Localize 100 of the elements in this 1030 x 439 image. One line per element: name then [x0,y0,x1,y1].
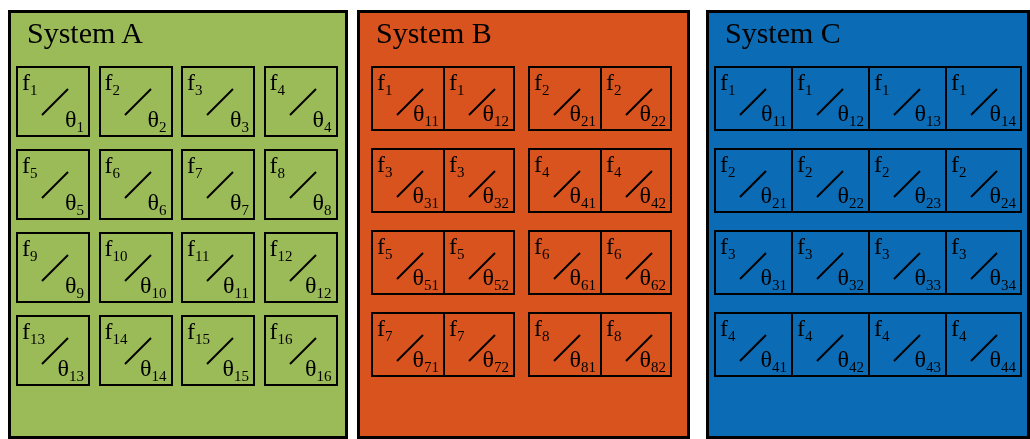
parameter-symbol: θ$_{23}$ [914,181,941,209]
parameter-symbol: θ$_{31}$ [412,181,439,209]
parameter-cell [600,312,672,377]
parameter-symbol: θ$_{24}$ [989,181,1016,209]
function-symbol: f$_{3}$ [377,150,393,178]
function-symbol: f$_{10}$ [104,234,128,262]
parameter-symbol: θ$_{22}$ [639,99,666,127]
parameter-symbol: θ$_{9}$ [65,271,84,299]
parameter-cell [714,148,793,213]
parameter-cell [98,232,173,303]
function-symbol: f$_{3}$ [874,232,890,260]
system-panel [706,10,1030,439]
parameter-cell [371,312,445,377]
parameter-symbol: θ$_{31}$ [760,263,787,291]
function-symbol: f$_{4}$ [951,314,967,342]
parameter-symbol: θ$_{61}$ [569,263,596,291]
function-symbol: f$_{1}$ [874,68,890,96]
parameter-symbol: θ$_{13}$ [57,354,84,382]
parameter-symbol: θ$_{41}$ [569,181,596,209]
parameter-symbol: θ$_{2}$ [147,105,167,133]
parameter-symbol: θ$_{62}$ [639,263,666,291]
parameter-symbol: θ$_{41}$ [760,345,787,373]
parameter-cell [98,149,173,220]
parameter-cell [371,148,445,213]
parameter-cell [945,312,1022,377]
parameter-cell [98,315,173,386]
function-symbol: f$_{3}$ [449,150,465,178]
function-symbol: f$_{2}$ [606,68,622,96]
parameter-symbol: θ$_{44}$ [989,345,1016,373]
function-symbol: f$_{3}$ [951,232,967,260]
parameter-cell [16,66,90,137]
parameter-cell [263,315,338,386]
parameter-cell [868,66,947,131]
parameter-symbol: θ$_{32}$ [837,263,864,291]
parameter-cell [528,230,602,295]
parameter-cell [263,66,338,137]
function-symbol: f$_{13}$ [22,317,45,345]
system-panel [8,10,348,439]
function-symbol: f$_{4}$ [797,314,813,342]
parameter-cell [868,312,947,377]
function-symbol: f$_{2}$ [951,150,967,178]
parameter-cell [791,312,870,377]
parameter-symbol: θ$_{72}$ [482,345,509,373]
parameter-cell [181,232,255,303]
parameter-symbol: θ$_{14}$ [989,99,1016,127]
parameter-symbol: θ$_{32}$ [482,181,509,209]
parameter-symbol: θ$_{6}$ [147,188,167,216]
parameter-symbol: θ$_{42}$ [639,181,666,209]
parameter-symbol: θ$_{15}$ [222,354,249,382]
parameter-cell [945,148,1022,213]
parameter-cell [791,148,870,213]
parameter-symbol: θ$_{82}$ [639,345,666,373]
function-symbol: f$_{3}$ [187,68,203,96]
parameter-symbol: θ$_{21}$ [569,99,596,127]
parameter-symbol: θ$_{42}$ [837,345,864,373]
function-symbol: f$_{4}$ [269,68,285,96]
parameter-symbol: θ$_{16}$ [305,354,332,382]
function-symbol: f$_{1}$ [797,68,813,96]
parameter-cell [714,66,793,131]
parameter-cell [98,66,173,137]
panel-title: System A [27,15,143,51]
function-symbol: f$_{1}$ [377,68,393,96]
function-symbol: f$_{6}$ [534,232,550,260]
function-symbol: f$_{6}$ [606,232,622,260]
parameter-cell [945,230,1022,295]
system-panel [357,10,690,439]
panel-title: System B [376,15,492,51]
parameter-symbol: θ$_{11}$ [413,99,439,127]
function-symbol: f$_{4}$ [606,150,622,178]
function-symbol: f$_{4}$ [720,314,736,342]
function-symbol: f$_{8}$ [606,314,622,342]
parameter-cell [868,230,947,295]
function-symbol: f$_{3}$ [720,232,736,260]
parameter-cell [600,148,672,213]
parameter-cell [443,230,515,295]
parameter-cell [868,148,947,213]
function-symbol: f$_{2}$ [534,68,550,96]
function-symbol: f$_{1}$ [720,68,736,96]
parameter-symbol: θ$_{14}$ [140,354,167,382]
function-symbol: f$_{6}$ [104,151,120,179]
parameter-symbol: θ$_{22}$ [837,181,864,209]
parameter-cell [371,230,445,295]
function-symbol: f$_{2}$ [104,68,120,96]
parameter-symbol: θ$_{5}$ [65,188,84,216]
parameter-cell [443,312,515,377]
parameter-cell [443,66,515,131]
parameter-symbol: θ$_{7}$ [230,188,249,216]
function-symbol: f$_{1}$ [22,68,38,96]
parameter-symbol: θ$_{4}$ [312,105,332,133]
parameter-symbol: θ$_{1}$ [65,105,84,133]
function-symbol: f$_{7}$ [187,151,203,179]
function-symbol: f$_{7}$ [377,314,393,342]
function-symbol: f$_{14}$ [104,317,128,345]
function-symbol: f$_{1}$ [951,68,967,96]
parameter-cell [16,232,90,303]
parameter-symbol: θ$_{21}$ [760,181,787,209]
function-symbol: f$_{11}$ [187,234,210,262]
parameter-cell [528,312,602,377]
parameter-symbol: θ$_{34}$ [989,263,1016,291]
function-symbol: f$_{2}$ [720,150,736,178]
